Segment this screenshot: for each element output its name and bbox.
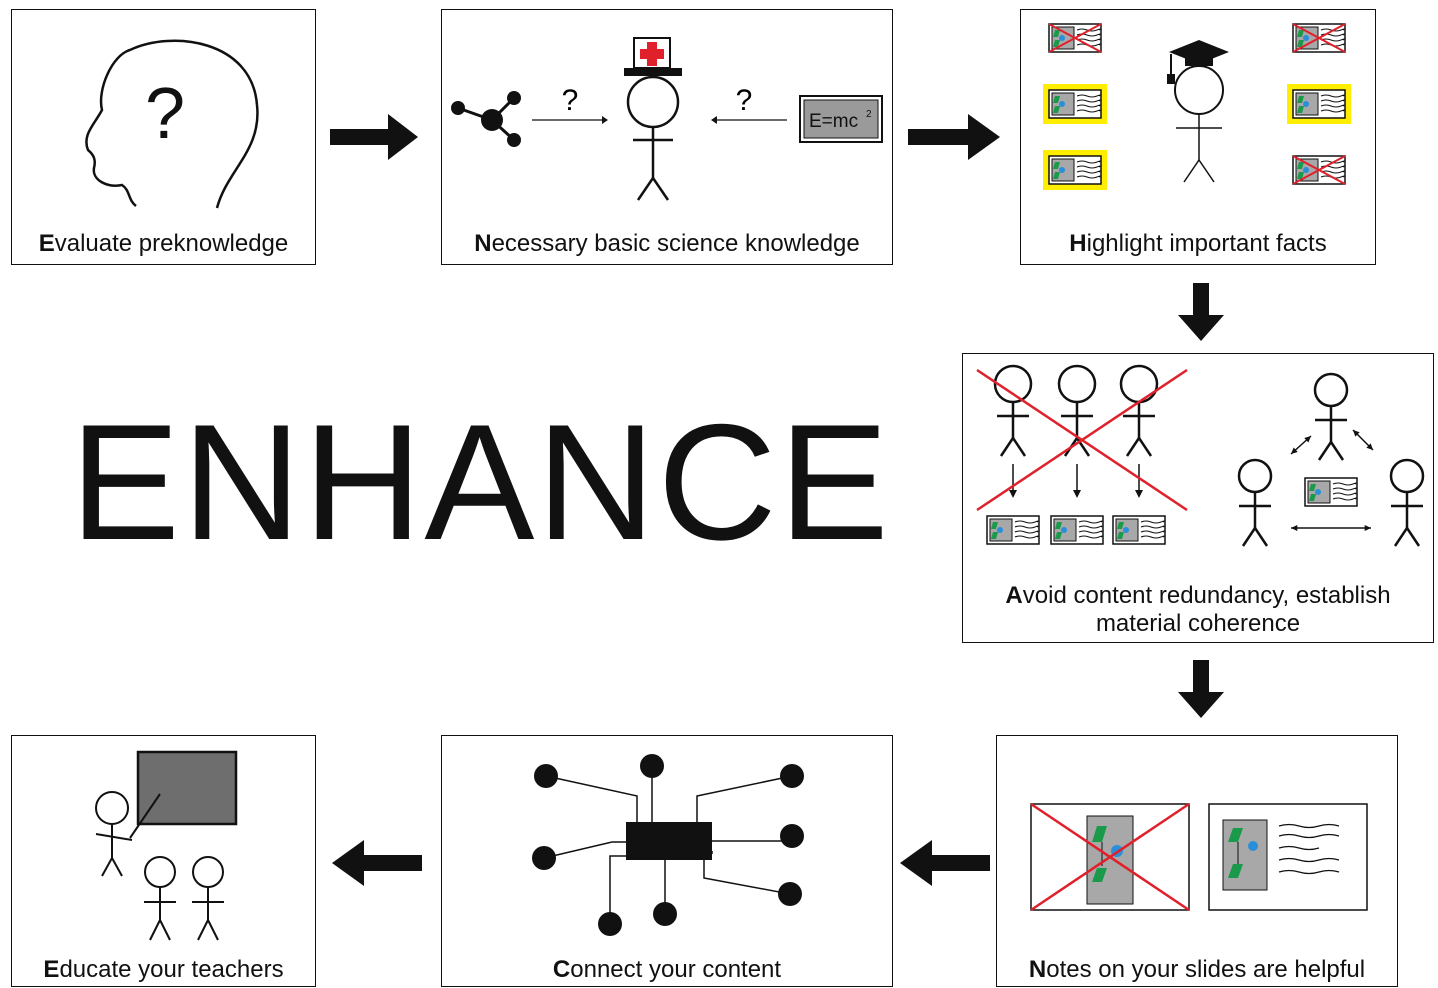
double-arrow-icon xyxy=(1352,429,1374,451)
enhance-title: ENHANCE xyxy=(70,390,891,574)
arrow-right-icon xyxy=(908,114,1000,160)
svg-text:2: 2 xyxy=(866,109,872,120)
double-arrow-icon xyxy=(1290,435,1312,455)
slide-with-notes-icon xyxy=(1208,803,1368,911)
arrow-left-icon xyxy=(332,840,422,886)
fact-card-icon xyxy=(1112,515,1166,545)
molecule-icon xyxy=(451,91,521,147)
caption-educate: Educate your teachers xyxy=(43,956,284,983)
stick-figure-icon xyxy=(1237,458,1273,547)
question-left: ? xyxy=(562,84,579,117)
highlighted-fact-card-icon xyxy=(1043,84,1107,124)
panel-evaluate: ? Evaluate preknowledge xyxy=(11,9,316,265)
caption-highlight: Highlight important facts xyxy=(1069,230,1327,257)
arrow-left-icon xyxy=(900,840,990,886)
double-arrow-icon xyxy=(1291,524,1371,532)
red-cross-icon xyxy=(976,368,1188,512)
arrow-down-icon xyxy=(1178,660,1224,718)
network-chip-icon xyxy=(532,754,804,936)
highlighted-fact-card-icon xyxy=(1287,84,1351,124)
panel-connect: Connect your content xyxy=(441,735,893,987)
caption-connect: Connect your content xyxy=(552,956,782,983)
panel-notes: Notes on your slides are helpful xyxy=(996,735,1398,987)
panel-highlight: Highlight important facts xyxy=(1020,9,1376,265)
stick-figure-icon xyxy=(1313,372,1349,461)
teacher-board-icon xyxy=(95,750,238,941)
crossed-fact-card-icon xyxy=(1292,155,1346,185)
panel-necessary: ? ? E=mc 2 Necessary basic science knowl… xyxy=(441,9,893,265)
doctor-stick-figure-icon xyxy=(624,37,682,201)
highlighted-fact-card-icon xyxy=(1043,150,1107,190)
panel-educate: Educate your teachers xyxy=(11,735,316,987)
caption-notes: Notes on your slides are helpful xyxy=(1028,956,1366,983)
crossed-fact-card-icon xyxy=(1048,23,1102,53)
fact-card-icon xyxy=(1050,515,1104,545)
shared-fact-card-icon xyxy=(1304,477,1358,507)
caption-necessary: Necessary basic science knowledge xyxy=(474,230,860,257)
arrow-down-icon xyxy=(1073,464,1081,498)
arrow-down-icon xyxy=(1178,283,1224,341)
stick-figure-icon xyxy=(993,364,1033,457)
crossed-slide-icon xyxy=(1030,802,1190,912)
question-right: ? xyxy=(736,84,753,117)
thinking-head-icon: ? xyxy=(85,39,259,209)
stick-figure-icon xyxy=(1389,458,1425,547)
crossed-fact-card-icon xyxy=(1292,23,1346,53)
arrow-down-icon xyxy=(1009,464,1017,498)
caption-evaluate: Evaluate preknowledge xyxy=(38,230,289,257)
arrow-right-icon xyxy=(330,114,418,160)
fact-card-icon xyxy=(986,515,1040,545)
graduate-stick-figure-icon xyxy=(1167,40,1229,183)
question-mark: ? xyxy=(145,74,185,154)
svg-text:E=mc: E=mc xyxy=(809,111,858,132)
formula-board-icon: E=mc 2 xyxy=(799,95,883,143)
